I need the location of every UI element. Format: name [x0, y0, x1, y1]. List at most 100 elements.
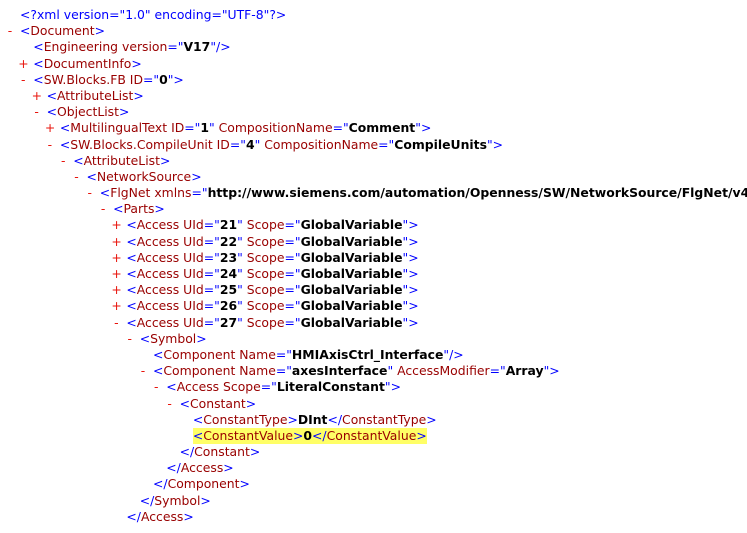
collapse-toggle[interactable]: -	[167, 395, 172, 411]
collapse-toggle[interactable]: -	[47, 136, 53, 152]
collapse-toggle[interactable]: -	[74, 168, 79, 184]
xml-line: -<SW.Blocks.FB ID="0">	[0, 72, 747, 88]
tag-bracket: >	[196, 330, 207, 346]
tag-bracket: <	[73, 152, 84, 168]
xml-line-content: <Access UId="27" Scope="GlobalVariable">	[126, 315, 418, 331]
xml-line-content: <SW.Blocks.FB ID="0">	[33, 72, 184, 88]
tag-bracket: <	[20, 23, 31, 39]
tag-bracket: >	[408, 233, 419, 249]
tag-bracket: </	[166, 460, 181, 476]
element-name: Component	[163, 346, 236, 362]
attribute-quote: "	[443, 346, 450, 362]
xml-line: <Component Name="HMIAxisCtrl_Interface"/…	[0, 347, 747, 363]
element-name: Access	[136, 282, 180, 298]
attribute-quote: "	[543, 363, 550, 379]
collapse-toggle[interactable]: -	[21, 71, 26, 87]
attribute-name: xmlns	[150, 185, 192, 201]
xml-line-content: <ConstantType>DInt</ConstantType>	[193, 412, 437, 428]
attribute-quote: ="	[143, 71, 160, 87]
xml-line-content: <Parts>	[113, 201, 165, 217]
element-name: Access	[136, 233, 180, 249]
attribute-quote: "	[210, 39, 217, 55]
attribute-quote: ="	[260, 379, 277, 395]
attribute-quote: ="	[284, 314, 301, 330]
attribute-name: Scope	[242, 314, 285, 330]
attribute-quote: ="	[332, 120, 349, 136]
element-name: NetworkSource	[96, 168, 192, 184]
element-name: Engineering	[43, 39, 119, 55]
attribute-quote: "	[402, 282, 409, 298]
xml-line-content: </Constant>	[180, 444, 261, 460]
element-name: AttributeList	[83, 152, 160, 168]
attribute-name: ID	[125, 71, 143, 87]
xml-line: +<Access UId="22" Scope="GlobalVariable"…	[0, 234, 747, 250]
element-name: Component	[163, 363, 236, 379]
collapse-toggle[interactable]: -	[60, 152, 66, 168]
collapse-toggle[interactable]: -	[100, 201, 106, 217]
expand-toggle[interactable]: +	[111, 282, 122, 298]
element-name: ObjectList	[56, 104, 119, 120]
attribute-quote: ="	[229, 136, 246, 152]
xml-line-content: <Access UId="23" Scope="GlobalVariable">	[126, 250, 418, 266]
attribute-value: GlobalVariable	[300, 217, 403, 233]
tag-bracket: <	[86, 168, 97, 184]
attribute-quote: "	[237, 298, 243, 314]
collapse-toggle[interactable]: -	[114, 314, 119, 330]
attribute-quote: "	[402, 298, 409, 314]
expand-toggle[interactable]: +	[18, 55, 29, 71]
attribute-quote: "	[237, 266, 243, 281]
tag-bracket: </	[153, 476, 168, 492]
xml-line-content: <Access Scope="LiteralConstant">	[166, 379, 401, 395]
collapse-toggle[interactable]: -	[140, 363, 146, 379]
xml-line: -<Access Scope="LiteralConstant">	[0, 379, 747, 395]
expand-toggle[interactable]: +	[111, 233, 122, 249]
expand-toggle[interactable]: +	[111, 249, 122, 265]
expand-toggle[interactable]: +	[111, 217, 122, 233]
collapse-toggle[interactable]: -	[127, 330, 132, 346]
tag-bracket: >	[245, 395, 257, 411]
xml-line-content: <Component Name="axesInterface" AccessMo…	[153, 363, 560, 379]
collapse-toggle[interactable]: -	[87, 185, 93, 201]
element-name: ConstantValue	[203, 427, 294, 443]
attribute-value: 4	[245, 136, 255, 152]
element-name: Constant	[189, 395, 246, 411]
xml-line: </Access>	[0, 460, 747, 476]
element-name: Access	[176, 379, 220, 395]
xml-line-content: <NetworkSource>	[87, 169, 202, 185]
xml-line: -<Component Name="axesInterface" AccessM…	[0, 363, 747, 379]
xml-line: -<NetworkSource>	[0, 169, 747, 185]
tag-bracket: </	[126, 508, 141, 524]
xml-line: -<SW.Blocks.CompileUnit ID="4" Compositi…	[0, 137, 747, 153]
expand-toggle[interactable]: +	[31, 87, 42, 103]
attribute-name: UId	[179, 298, 204, 314]
expand-toggle[interactable]: +	[44, 120, 56, 136]
tag-bracket: <	[192, 427, 204, 443]
collapse-toggle[interactable]: -	[154, 379, 159, 395]
collapse-toggle[interactable]: -	[34, 104, 39, 120]
expand-toggle[interactable]: +	[111, 298, 122, 314]
xml-line-content: <AttributeList>	[47, 88, 144, 104]
expand-toggle[interactable]: +	[111, 266, 122, 281]
tag-bracket: <	[166, 379, 177, 395]
attribute-quote: ="	[203, 266, 220, 281]
attribute-quote: "	[387, 363, 394, 379]
element-name: Access	[136, 217, 180, 233]
tag-bracket: >	[293, 427, 304, 443]
xml-line: +<DocumentInfo>	[0, 56, 747, 72]
xml-line: <?xml version="1.0" encoding="UTF-8"?>	[0, 7, 747, 23]
attribute-quote: ="	[275, 346, 292, 362]
tag-bracket: >	[173, 71, 184, 87]
xml-line: -<Symbol>	[0, 331, 747, 347]
attribute-quote: ="	[203, 298, 220, 314]
attribute-value: 21	[219, 217, 238, 233]
attribute-name: Scope	[242, 233, 285, 249]
xml-line: -<Parts>	[0, 201, 747, 217]
xml-line-content: <FlgNet xmlns="http://www.siemens.com/au…	[100, 185, 747, 201]
attribute-value: 26	[219, 298, 238, 314]
attribute-value: 22	[219, 233, 238, 249]
collapse-toggle[interactable]: -	[7, 23, 13, 39]
xml-line-content: <AttributeList>	[73, 153, 170, 169]
tag-bracket: <	[126, 266, 137, 281]
attribute-value: 24	[219, 266, 238, 281]
